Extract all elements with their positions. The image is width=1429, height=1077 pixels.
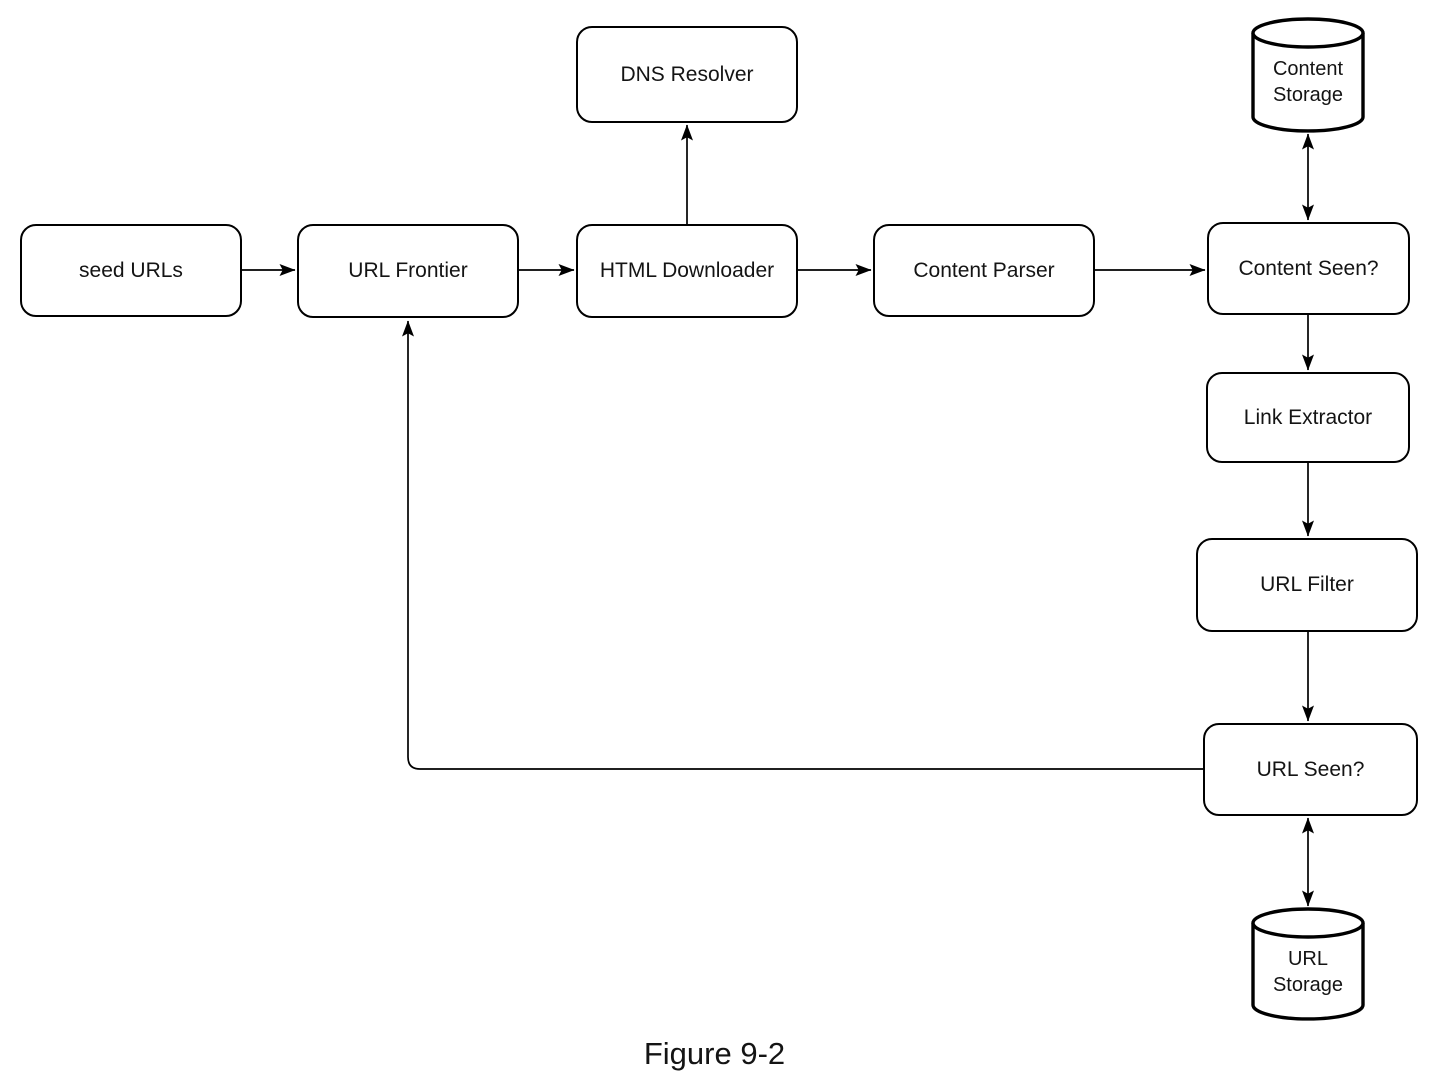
node-url-seen: URL Seen? — [1203, 723, 1418, 816]
node-html-downloader: HTML Downloader — [576, 224, 798, 318]
node-content-seen: Content Seen? — [1207, 222, 1410, 315]
url-storage-cylinder — [1251, 907, 1365, 1021]
node-link-extractor: Link Extractor — [1206, 372, 1410, 463]
content-storage-cylinder — [1251, 17, 1365, 133]
figure-caption: Figure 9-2 — [643, 1036, 786, 1071]
node-url-frontier: URL Frontier — [297, 224, 519, 318]
node-dns-resolver: DNS Resolver — [576, 26, 798, 123]
content-storage-label: Content Storage — [1272, 58, 1344, 107]
edge-url-seen-to-url-frontier-feedback — [402, 320, 1203, 770]
node-seed-urls: seed URLs — [20, 224, 242, 317]
node-content-parser: Content Parser — [873, 224, 1095, 317]
node-url-filter: URL Filter — [1196, 538, 1418, 632]
url-storage-label: URL Storage — [1272, 948, 1344, 997]
